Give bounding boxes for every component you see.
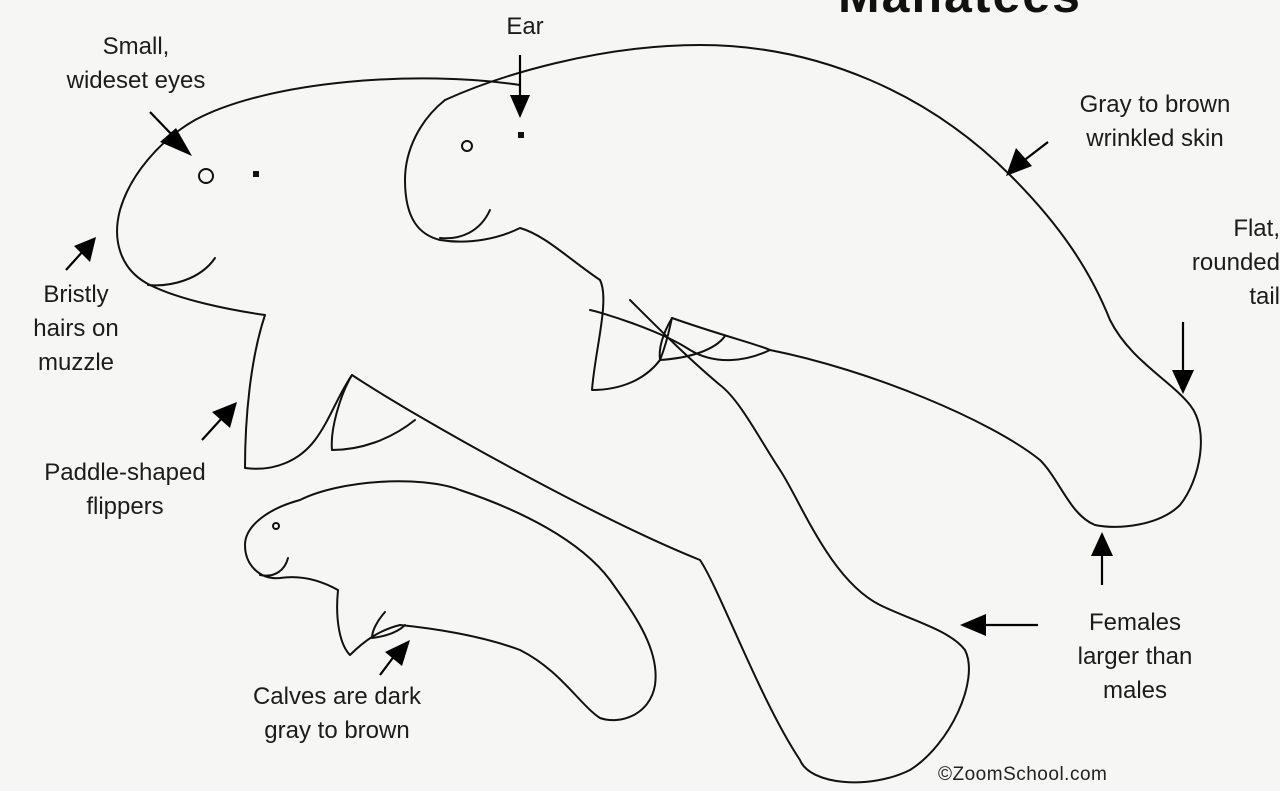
females-arrowhead-up xyxy=(1091,532,1113,556)
label-females: Females larger than males xyxy=(1040,606,1230,708)
male-eye xyxy=(462,141,472,151)
female-body-outline xyxy=(117,78,969,782)
diagram-title: Manatees xyxy=(838,0,1082,24)
male-ear-dot xyxy=(518,132,524,138)
male-belly-line xyxy=(672,318,770,350)
label-eyes: Small, wideset eyes xyxy=(36,30,236,98)
female-eye xyxy=(199,169,213,183)
label-tail: Flat, rounded tail xyxy=(1140,212,1280,314)
skin-arrow-line xyxy=(1022,142,1048,162)
label-arrows xyxy=(66,55,1194,675)
label-calves: Calves are dark gray to brown xyxy=(212,680,462,748)
label-ear: Ear xyxy=(490,10,560,44)
flippers-arrow-line xyxy=(202,418,222,440)
calf-eye xyxy=(273,523,279,529)
females-arrowhead-left xyxy=(960,614,986,636)
male-head-outline xyxy=(405,100,672,390)
copyright-text: ©ZoomSchool.com xyxy=(938,764,1107,786)
female-mouth-line xyxy=(148,258,215,285)
female-ear-dot xyxy=(253,171,259,177)
male-mouth-line xyxy=(440,210,490,238)
label-skin: Gray to brown wrinkled skin xyxy=(1050,88,1260,156)
calf-mouth-line xyxy=(260,558,288,576)
manatee-female-outline xyxy=(117,78,969,782)
skin-arrowhead xyxy=(1006,148,1032,176)
ear-arrowhead xyxy=(510,95,530,118)
eyes-arrowhead xyxy=(160,128,192,156)
label-bristles: Bristly hairs on muzzle xyxy=(6,278,146,380)
label-flippers: Paddle-shaped flippers xyxy=(0,456,250,524)
